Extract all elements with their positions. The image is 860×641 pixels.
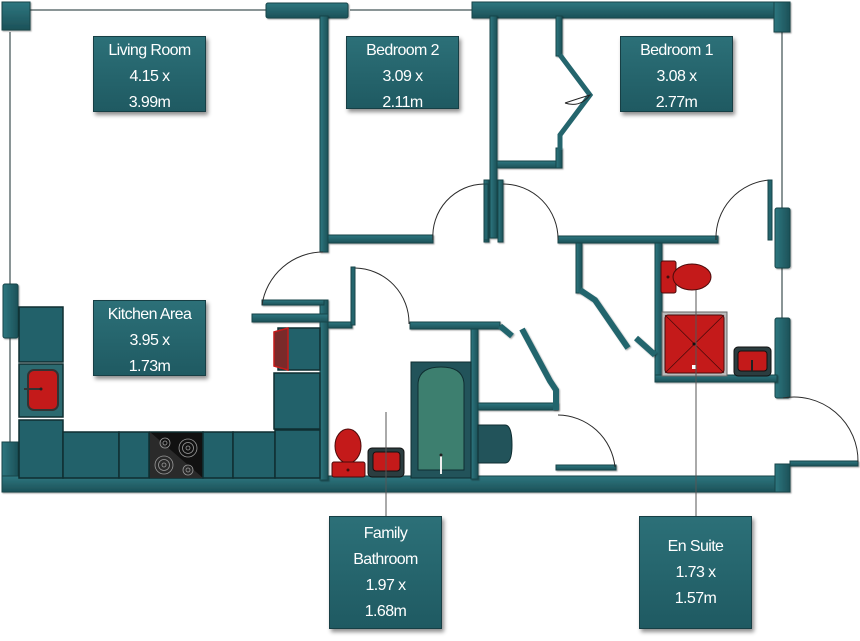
diagonal-walls (498, 287, 658, 410)
water-cylinder (477, 424, 513, 464)
room-width: 1.73 x (675, 564, 717, 581)
room-label-bedroom-2: Bedroom 2 3.09 x 2.11m (346, 36, 459, 111)
burner-2 (178, 438, 198, 458)
kitchen-unit-bottom-4 (232, 431, 276, 479)
wall-pier-right-mid (774, 317, 791, 399)
wardrobe-bifold-arc (564, 94, 592, 105)
room-depth: 2.77m (655, 94, 698, 111)
wardrobe-bifold-doors[interactable] (557, 53, 594, 150)
burner-1 (159, 437, 171, 449)
wall-hall-left (319, 299, 329, 481)
door-entrance[interactable] (782, 396, 859, 463)
bath (410, 361, 472, 479)
wall-kitchen-door-stop (261, 299, 325, 306)
kitchen-unit-bottom-2 (118, 431, 150, 479)
wall-diag-ensuite-2 (633, 335, 658, 358)
wall-corner-top-left (1, 1, 31, 31)
room-width: 3.09 x (382, 68, 424, 85)
wall-diag-ensuite (578, 287, 631, 350)
kitchen-unit-right-bottom (274, 429, 321, 479)
room-width: 3.95 x (129, 332, 171, 349)
wall-wardrobe-bottom (496, 160, 563, 169)
family-bathroom-fixtures (331, 361, 513, 479)
room-name: En Suite (667, 538, 724, 555)
wall-door-jamb-right (497, 179, 504, 243)
shower-tray (661, 311, 728, 377)
room-label-en-suite: En Suite 1.73 x 1.57m (639, 516, 752, 629)
wall-wardrobe-top (555, 15, 563, 57)
room-name: Bedroom 1 (640, 42, 713, 59)
wall-cupboard-bottom (477, 402, 559, 411)
room-name: Bedroom 2 (366, 42, 439, 59)
door-leaf-bedroom1-right (767, 179, 773, 241)
wall-bedroom2-bedroom1 (489, 15, 498, 239)
wall-pier-top-mid (265, 2, 349, 19)
exterior-walls (1, 1, 791, 493)
wall-bedroom1-bottom (557, 235, 719, 244)
wall-corner-top-right (773, 1, 791, 33)
room-name-line1: Family (363, 525, 408, 542)
fridge-door (273, 327, 289, 371)
wall-diag-cupboard (498, 323, 514, 339)
room-depth: 2.11m (382, 94, 423, 111)
kitchen-sink (24, 369, 59, 411)
wall-living-bedroom2 (319, 15, 329, 253)
room-label-bedroom-1: Bedroom 1 3.08 x 2.77m (620, 36, 733, 112)
room-label-living-room: Living Room 4.15 x 3.99m (93, 36, 206, 112)
door-family-bathroom[interactable] (354, 267, 410, 325)
door-leaf-family-bathroom (350, 266, 356, 326)
en-suite-basin (733, 346, 772, 377)
room-depth: 1.57m (674, 590, 717, 607)
wall-pier-left-upper (2, 283, 19, 339)
door-bedroom1[interactable] (502, 183, 559, 241)
room-name-line2: Bathroom (353, 551, 418, 568)
wall-bathroom-right (470, 328, 479, 480)
room-name: Kitchen Area (107, 306, 192, 323)
door-living-hall[interactable] (261, 251, 324, 306)
kitchen-units (18, 306, 321, 479)
wall-kitchen-partition (251, 313, 329, 323)
room-width: 4.15 x (129, 68, 171, 85)
en-suite-toilet (660, 260, 712, 294)
room-depth: 3.99m (128, 94, 171, 111)
wall-pier-right-upper (774, 207, 791, 269)
kitchen-unit-bottom-3 (202, 431, 234, 479)
room-label-kitchen-area: Kitchen Area 3.95 x 1.73m (93, 300, 206, 376)
doors (261, 53, 859, 468)
wall-hall-diag-post (575, 242, 583, 294)
kitchen-unit-bottom-1 (62, 431, 120, 479)
door-leaf-bedroom2 (483, 183, 489, 241)
door-bedroom1-right[interactable] (715, 179, 771, 241)
room-name: Living Room (108, 42, 191, 59)
wall-top-right (471, 1, 791, 19)
burner-4 (182, 464, 194, 476)
en-suite-fixtures (660, 260, 772, 377)
wall-pier-right-lower (774, 463, 791, 493)
room-label-family-bathroom: Family Bathroom 1.97 x 1.68m (329, 516, 442, 629)
family-bathroom-toilet (331, 428, 366, 478)
door-bedroom2[interactable] (432, 183, 485, 241)
leader-lines (385, 290, 697, 516)
hob-burners (154, 437, 198, 476)
wall-bathroom-top-left (327, 321, 353, 329)
room-width: 3.08 x (656, 68, 698, 85)
burner-3 (154, 455, 174, 475)
kitchen-unit-right-mid (273, 372, 321, 430)
wall-diag-cupboard-2 (519, 327, 559, 410)
room-depth: 1.68m (364, 603, 407, 620)
wall-cupboard-door-stop (555, 464, 617, 471)
kitchen-unit-left-top (18, 306, 64, 363)
wall-bathroom-top (409, 321, 501, 330)
wall-bedroom2-bottom (327, 234, 434, 244)
kitchen-unit-left-bottom (18, 419, 64, 479)
room-depth: 1.73m (128, 358, 171, 375)
wall-entrance-stop (789, 460, 859, 467)
room-width: 1.97 x (365, 577, 407, 594)
door-cupboard[interactable] (557, 414, 616, 468)
wall-wardrobe-post (555, 147, 563, 169)
windows (9, 9, 783, 442)
interior-walls (251, 15, 859, 481)
